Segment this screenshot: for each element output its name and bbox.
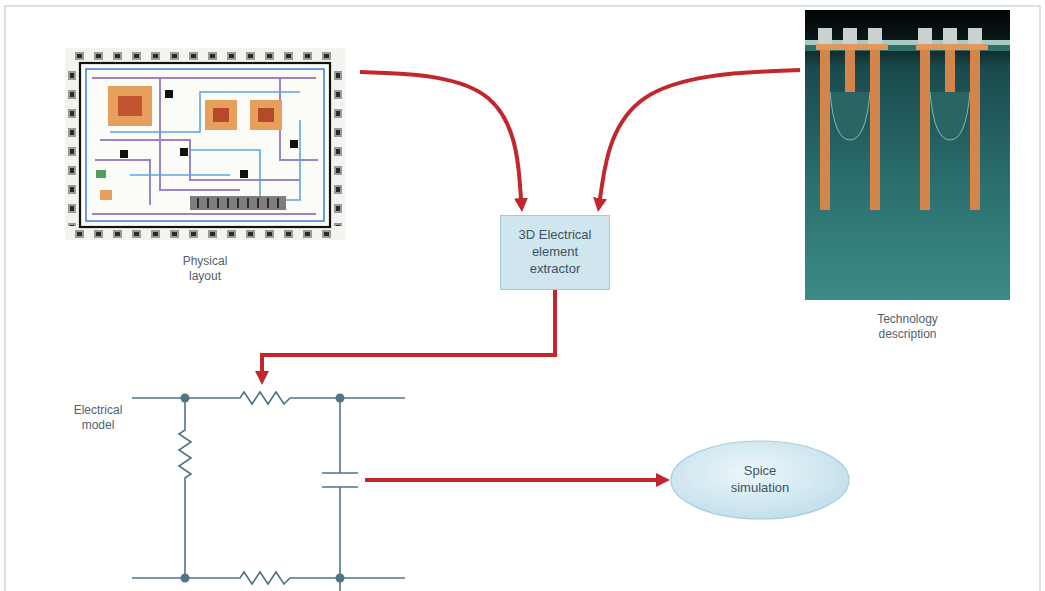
bond-pads [66, 66, 78, 226]
circuit-block [118, 96, 142, 116]
via-post [870, 50, 880, 210]
via-post [970, 50, 980, 210]
chip-layout-illustration [65, 48, 345, 240]
process-ellipse: Spice simulation [670, 440, 850, 520]
technology-illustration: Technology description [805, 10, 1010, 300]
image-caption: Physical layout [169, 254, 241, 284]
via-post [945, 50, 955, 92]
via-post [820, 50, 830, 210]
well-region [830, 92, 870, 140]
layout-ground [65, 48, 345, 240]
via-post [845, 50, 855, 92]
junction-dot [181, 574, 190, 583]
circuit-block [205, 100, 237, 130]
flow-arrow [360, 72, 521, 205]
page-frame [5, 6, 1040, 591]
metal-line [816, 44, 888, 50]
resistor-symbol [132, 392, 405, 404]
contact-plug [943, 28, 957, 44]
image-caption: Technology description [866, 312, 950, 342]
section-ground [805, 10, 1010, 300]
flow-arrow [365, 478, 663, 482]
ellipse-shape [671, 441, 849, 519]
metal-traces [110, 92, 300, 205]
circuit-block [258, 108, 274, 122]
via [165, 90, 173, 98]
power-ring [86, 69, 324, 221]
technology-cross-section [805, 10, 1010, 300]
circuit-block [250, 100, 282, 130]
junction-dot [336, 574, 345, 583]
circuit-model: Electrical model [70, 385, 410, 591]
bond-pads [332, 66, 344, 226]
node-label: Spice simulation [718, 463, 802, 497]
bond-pads [70, 228, 340, 240]
node-label: 3D Electrical element extractor [508, 227, 602, 278]
via [240, 170, 248, 178]
circuit-block [96, 170, 106, 178]
contact-plug [818, 28, 832, 44]
well-region [930, 92, 970, 140]
capacitor-symbol [322, 398, 358, 591]
via-post [920, 50, 930, 210]
chip-outline [80, 63, 330, 227]
contact-plug [968, 28, 982, 44]
contact-plug [868, 28, 882, 44]
via [120, 150, 128, 158]
via [290, 140, 298, 148]
circuit-schematic [132, 392, 405, 591]
resistor-symbol [179, 398, 191, 578]
circuit-block [190, 196, 286, 210]
metal-line [916, 44, 988, 50]
process-box: 3D Electrical element extractor [500, 215, 610, 290]
layout-illustration: Physical layout [65, 48, 345, 240]
junction-dot [336, 394, 345, 403]
contact-plug [918, 28, 932, 44]
model-label: Electrical model [70, 403, 126, 433]
transistor-array [198, 198, 278, 208]
junction-dot [181, 394, 190, 403]
flow-arrow [262, 290, 555, 378]
contact-plug [843, 28, 857, 44]
bond-pads [70, 50, 340, 62]
circuit-block [108, 86, 152, 126]
via [180, 148, 188, 156]
metal-traces [92, 78, 318, 214]
circuit-block [213, 108, 229, 122]
circuit-block [100, 190, 112, 200]
flow-arrow [599, 70, 800, 205]
resistor-symbol [132, 572, 405, 584]
